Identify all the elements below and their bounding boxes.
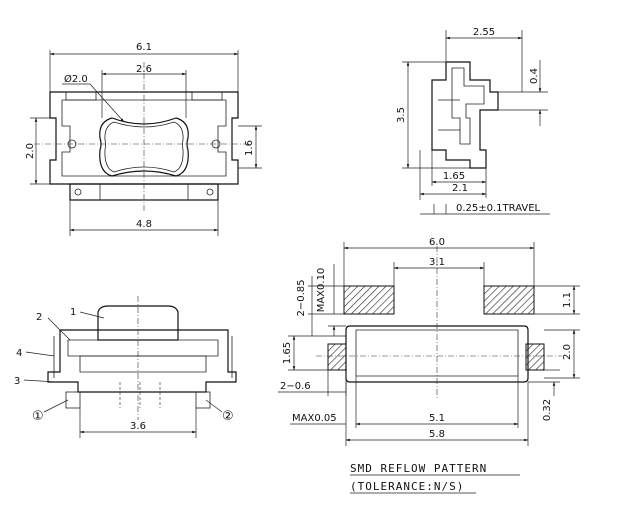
label-dim-1-6: 1.6 [244, 140, 255, 156]
label-dim-6-0: 6.0 [429, 237, 445, 248]
label-dim-2-085: 2−0.85 [296, 279, 307, 316]
label-dim-0-32: 0.32 [542, 399, 553, 421]
callout-4: 4 [16, 348, 22, 359]
top-view: 6.1 2.6 Ø2.0 2.0 1.6 4.8 [25, 42, 262, 236]
label-dim-3-1: 3.1 [429, 257, 445, 268]
front-view-terminal-left [65, 391, 81, 409]
terminal-leader-2 [205, 399, 223, 413]
reflow-subtitle: (TOLERANCE:N/S) [350, 480, 464, 493]
top-view-button-inner [104, 121, 184, 173]
top-view-lead-hole-right [206, 188, 214, 196]
top-view-tab-tr [191, 91, 223, 101]
top-view-button [99, 117, 189, 177]
callout-leader-4 [25, 351, 55, 357]
pad-top-right [483, 285, 535, 315]
label-dim-5-8: 5.8 [429, 429, 445, 440]
reflow-title: SMD REFLOW PATTERN [350, 462, 487, 475]
top-view-body-outline [49, 91, 239, 185]
label-dim-2-6: 2.6 [136, 64, 152, 75]
label-dim-5-1: 5.1 [429, 413, 445, 424]
callout-3: 3 [14, 376, 20, 387]
label-dim-travel: 0.25±0.1TRAVEL [456, 203, 541, 214]
callout-leader-2 [47, 317, 71, 341]
label-dim-2-06: 2−0.6 [280, 381, 311, 392]
label-dim-3-6: 3.6 [130, 421, 146, 432]
front-view-inner-1 [67, 339, 219, 357]
terminal-leader-1 [43, 399, 69, 413]
label-dim-1-1: 1.1 [562, 292, 573, 308]
side-view: 2.55 0.4 3.5 1.65 2.1 0.25±0.1TRAVEL [396, 27, 550, 215]
label-dim-max-010: MAX0.10 [316, 268, 327, 313]
top-view-tab-tl [65, 91, 97, 101]
label-dim-diameter: Ø2.0 [64, 73, 88, 85]
label-dim-3-5: 3.5 [396, 107, 407, 123]
front-view-housing [47, 329, 237, 393]
front-view-inner-2 [79, 355, 207, 373]
top-view-lead-hole-left [74, 188, 82, 196]
reflow-body-outline [345, 325, 529, 383]
label-dim-4-8: 4.8 [136, 219, 152, 230]
label-dim-2-1: 2.1 [452, 183, 468, 194]
label-dim-2-0b: 2.0 [562, 344, 573, 360]
label-dim-max-005: MAX0.05 [292, 413, 337, 424]
callout-2: 2 [36, 312, 42, 323]
pad-side-right [525, 343, 545, 371]
reflow-pattern: 6.0 3.1 MAX0.10 2−0.85 1.1 1.65 2.0 [278, 237, 580, 494]
terminal-label-1: ① [32, 409, 44, 424]
callout-1: 1 [70, 307, 76, 318]
front-view-button [97, 305, 179, 341]
front-view: 1 2 4 3 ① ② 3.6 [14, 296, 237, 438]
pad-top-left [343, 285, 395, 315]
terminal-label-2: ② [222, 409, 234, 424]
label-dim-1-65b: 1.65 [282, 342, 293, 364]
side-view-outline [431, 61, 499, 169]
callout-leader-1 [79, 311, 105, 319]
dim-leader-diameter [89, 83, 125, 123]
label-dim-2-0: 2.0 [25, 143, 36, 159]
callout-leader-3 [23, 379, 57, 383]
label-dim-2-55: 2.55 [473, 27, 495, 38]
label-dim-0-4: 0.4 [529, 68, 540, 84]
front-view-terminal-right [195, 391, 211, 409]
top-view-inner-outline [61, 99, 227, 177]
side-view-inner [451, 67, 485, 145]
label-dim-1-65: 1.65 [443, 171, 465, 182]
pad-side-left [327, 343, 347, 371]
label-dim-6-1: 6.1 [136, 42, 152, 53]
